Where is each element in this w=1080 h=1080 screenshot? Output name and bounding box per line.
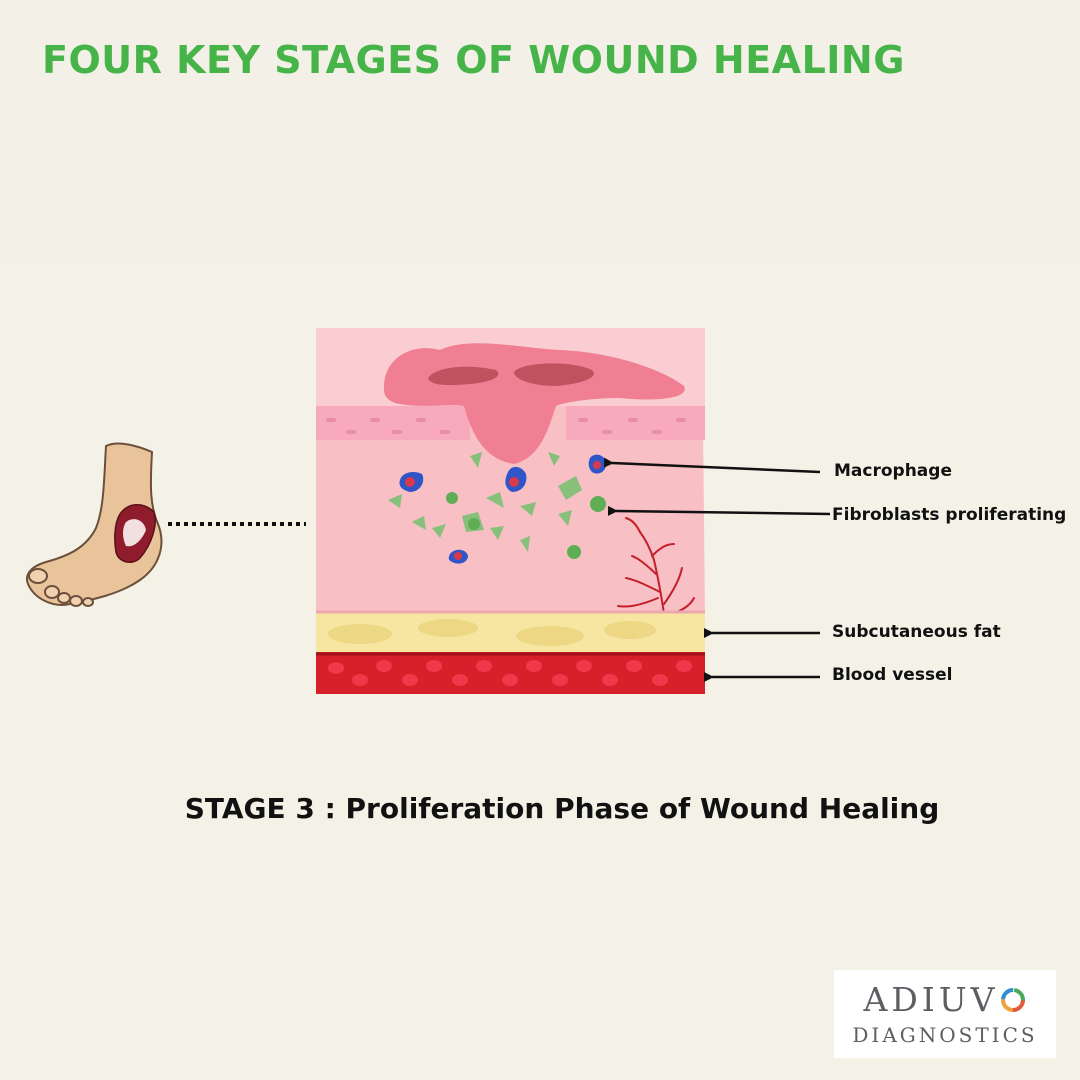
fibroblast-nucleus	[590, 496, 606, 512]
epidermis-left	[316, 406, 470, 440]
fibroblast-arrow	[607, 505, 831, 516]
foot-ulcer-highlight	[123, 519, 146, 547]
fibroblast-cell	[432, 524, 446, 538]
foot-illustration	[26, 442, 163, 607]
toe-4	[69, 595, 83, 607]
ring-logo-icon	[1000, 982, 1026, 1012]
fibroblast-nucleus	[446, 492, 458, 504]
logo-wordmark: ADIUV	[834, 980, 1056, 1019]
blood-vessel-layer	[316, 652, 705, 694]
fibroblast-cells	[388, 452, 606, 559]
fibroblast-cell	[548, 452, 560, 466]
macrophage-arrow	[603, 457, 821, 474]
fibroblast-cell	[470, 452, 482, 468]
toe-5	[82, 597, 94, 607]
toe-2	[44, 585, 60, 599]
header-band	[0, 0, 1080, 262]
fibroblast-cell	[490, 526, 504, 540]
stage-caption: STAGE 3 : Proliferation Phase of Wound H…	[184, 792, 940, 825]
macrophage-label: Macrophage	[834, 461, 952, 481]
logo-subtitle: DIAGNOSTICS	[852, 1023, 1038, 1047]
fibroblast-cell	[520, 536, 530, 552]
fibroblast-cell	[486, 492, 504, 508]
fibroblast-cell	[558, 476, 582, 500]
fibroblast-cell	[388, 494, 402, 508]
fibroblasts-label: Fibroblasts proliferating	[832, 505, 1067, 525]
skin-cross-section	[316, 328, 705, 694]
epidermis-cells	[326, 418, 686, 434]
fibroblast-cell	[558, 510, 572, 526]
fibroblast-cell	[412, 516, 426, 530]
toe-3	[57, 592, 71, 604]
clot-dark-1	[428, 366, 499, 386]
brand-logo: ADIUV DIAGNOSTICS	[834, 970, 1056, 1058]
blood-cells	[328, 660, 692, 686]
clot-dark-2	[514, 363, 594, 386]
page-title: FOUR KEY STAGES OF WOUND HEALING	[42, 38, 905, 82]
epidermis-right	[566, 406, 705, 440]
toe-1	[28, 568, 48, 584]
fat-lobules	[328, 619, 656, 646]
subcutaneous-fat-label: Subcutaneous fat	[832, 622, 1001, 642]
macrophage-cells	[399, 454, 606, 564]
fibroblast-nucleus	[567, 545, 581, 559]
fibroblast-nucleus	[468, 518, 480, 530]
fibroblast-cell	[520, 502, 536, 516]
logo-brand-text: ADIUV	[863, 980, 999, 1019]
blood-vessel-label: Blood vessel	[832, 665, 953, 685]
